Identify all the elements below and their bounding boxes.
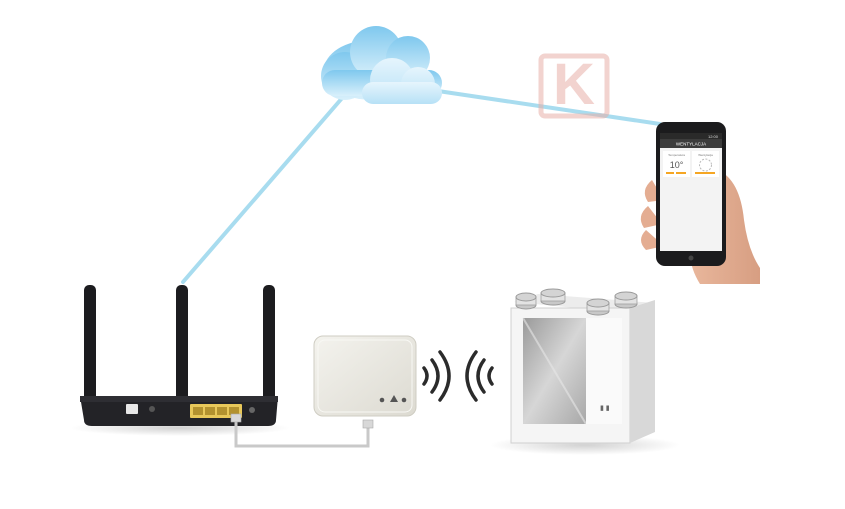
recuperator-icon: ▮ ▮ bbox=[490, 289, 680, 455]
temperature-card-label: Temperatura bbox=[668, 153, 685, 157]
cloud-phone-link bbox=[438, 91, 660, 124]
wifi-module-icon bbox=[314, 336, 416, 416]
watermark-letter: K bbox=[553, 52, 595, 117]
smartphone-icon: 12:00 WENTYLACJA Temperatura Wentylacja … bbox=[656, 122, 726, 266]
router-icon bbox=[70, 285, 290, 436]
signal-waves-left bbox=[467, 352, 492, 400]
cloud-icon bbox=[321, 26, 442, 104]
phone-status-time: 12:00 bbox=[708, 134, 719, 139]
svg-text:▮ ▮: ▮ ▮ bbox=[600, 405, 610, 412]
signal-waves-right bbox=[424, 352, 449, 400]
ventilation-card-label: Wentylacja bbox=[698, 153, 713, 157]
phone-home-button[interactable] bbox=[689, 256, 694, 261]
temperature-value: 10° bbox=[670, 160, 684, 170]
router-cloud-link bbox=[183, 97, 343, 282]
phone-app-title: WENTYLACJA bbox=[676, 142, 706, 147]
